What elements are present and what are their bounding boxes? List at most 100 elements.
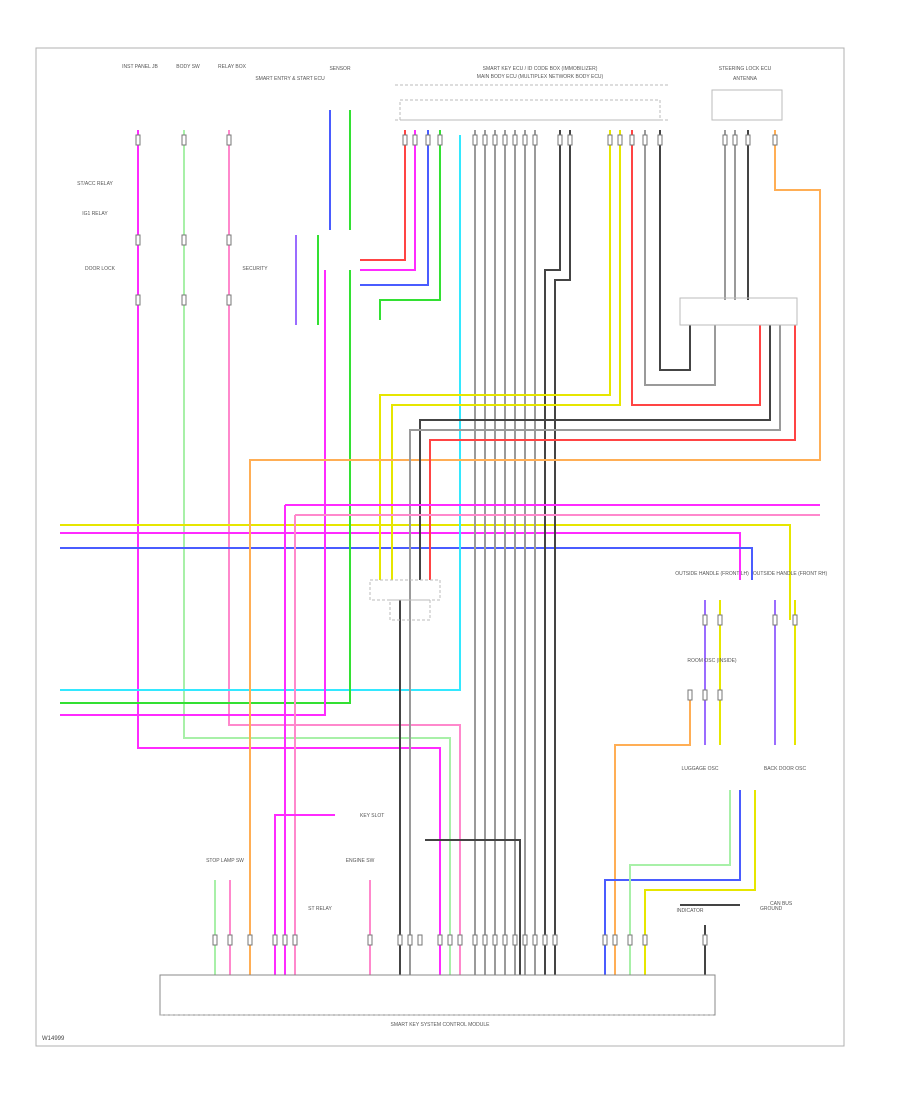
pin-top-12 [567,134,573,146]
pin-top-17 [657,134,663,146]
wire-yellow-r2 [391,130,621,580]
wire-dark-1 [544,130,561,975]
left-label-4: SECURITY [242,266,268,272]
bottom-label-2: KEY SLOT [360,813,384,819]
box-layer [369,89,798,621]
pin-left-3 [135,234,141,246]
right-label-1: LUGGAGE OSC [682,766,719,772]
pin-bottom-16 [502,934,508,946]
pin-top-16 [642,134,648,146]
group-label-6: ANTENNA [733,76,758,82]
pin-bottom-12 [457,934,463,946]
wire-red-top [360,130,406,261]
pin-bottom-11 [447,934,453,946]
wire-blue-top [360,130,429,286]
pin-bottom-24 [627,934,633,946]
pin-bottom-18 [522,934,528,946]
bus-magenta [60,532,741,580]
pin-bottom-6 [367,934,373,946]
pin-bottom-17 [512,934,518,946]
pin-left-4 [181,234,187,246]
pin-left-2 [226,134,232,146]
bottom-label-1: STOP LAMP SW [206,858,244,864]
right-label-3: CAN BUS [770,901,793,907]
pin-bottom-2 [247,934,253,946]
group-label-1: INST PANEL JB [122,64,158,70]
wire-green-top [379,130,441,320]
pin-top-15 [629,134,635,146]
bus-magenta-2 [60,270,326,716]
pin-right-0 [702,614,708,626]
pin-top-8 [512,134,518,146]
pin-bottom-20 [542,934,548,946]
wire-dark-2 [554,130,571,975]
top-connector-steering [711,89,783,121]
pin-room-1 [702,689,708,701]
pin-bottom-4 [282,934,288,946]
pin-bottom-10 [437,934,443,946]
pin-bottom-5 [292,934,298,946]
wire-lightgreen-rl [629,790,731,975]
pin-left-1 [181,134,187,146]
pin-right-2 [772,614,778,626]
wire-magenta-left [137,130,441,975]
bottom-label-4: ST RELAY [308,906,332,912]
lower-connector-b [389,599,431,621]
top-label-1: SMART KEY ECU / ID CODE BOX (IMMOBILIZER… [483,66,598,72]
pin-bottom-25 [642,934,648,946]
pin-bottom-23 [612,934,618,946]
pin-bottom-3 [272,934,278,946]
pin-bottom-14 [482,934,488,946]
pin-top-2 [425,134,431,146]
group-label-5: SENSOR [329,66,351,72]
pin-sl-0 [722,134,728,146]
pin-room-0 [687,689,693,701]
top-label-2: MAIN BODY ECU (MULTIPLEX NETWORK BODY EC… [477,74,604,80]
wire-dark-r [659,130,691,371]
pin-bottom-26 [702,934,708,946]
bus-green [60,270,351,704]
pin-top-0 [402,134,408,146]
pin-top-5 [482,134,488,146]
pin-left-8 [226,294,232,306]
bottom-label-5: INDICATOR [676,908,703,914]
pin-top-4 [472,134,478,146]
pin-top-14 [617,134,623,146]
left-label-2: IG1 RELAY [82,211,108,217]
pin-top-7 [502,134,508,146]
left-label-3: DOOR LOCK [85,266,116,272]
wire-dark-j1 [419,325,771,580]
control-module-box [159,974,716,1016]
pin-left-0 [135,134,141,146]
pin-bottom-1 [227,934,233,946]
pin-top-11 [557,134,563,146]
wire-green-left [183,130,451,975]
wire-yellow-rl3 [644,790,756,975]
wire-gray-r [644,130,716,386]
pin-bottom-0 [212,934,218,946]
pin-top-6 [492,134,498,146]
bottom-label-3: ENGINE SW [346,858,375,864]
footer-code: W14999 [42,1036,65,1042]
junction-box-right [679,297,798,326]
wire-magenta-top [360,130,416,271]
pin-bottom-8 [407,934,413,946]
pin-room-2 [717,689,723,701]
pin-left-6 [135,294,141,306]
wire-orange-rl [614,690,691,975]
connector-layer [135,134,798,946]
wire-dark-mid2 [425,839,521,975]
mid-right-label-3: ROOM OSC (INSIDE) [687,658,737,664]
pin-bottom-22 [602,934,608,946]
pin-top-13 [607,134,613,146]
group-label-2: BODY SW [176,64,200,70]
top-connector-ecu [399,99,661,121]
top-label-3: STEERING LOCK ECU [719,66,772,72]
pin-bottom-9 [417,934,423,946]
pin-top-10 [532,134,538,146]
pin-bottom-15 [492,934,498,946]
pin-right-3 [792,614,798,626]
right-label-2: BACK DOOR OSC [764,766,807,772]
pin-top-1 [412,134,418,146]
lower-connector-a [369,579,441,601]
